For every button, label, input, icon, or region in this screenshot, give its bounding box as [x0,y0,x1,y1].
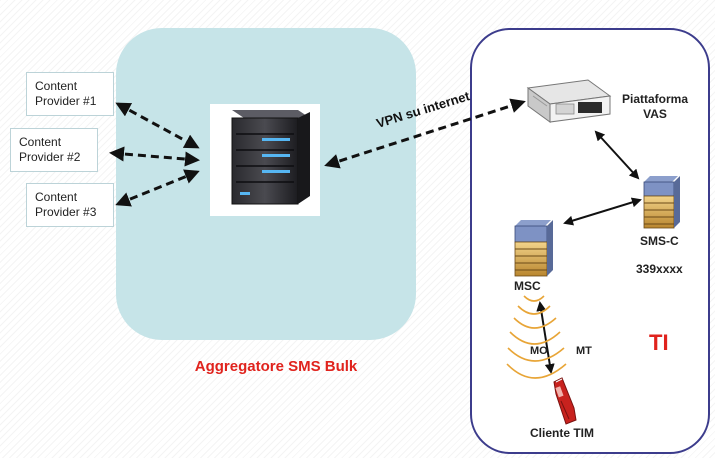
radio-waves-icon [506,295,567,379]
content-provider-1-line2: Provider #1 [35,94,97,108]
content-provider-3-line2: Provider #3 [35,205,97,219]
mo-mt-arrow [536,301,555,374]
content-provider-3: Content Provider #3 [26,183,114,227]
msc-label: MSC [514,279,541,293]
vas-platform-label-line1: Piattaforma [621,92,689,106]
content-provider-2-line2: Provider #2 [19,150,81,164]
content-provider-2-line1: Content [19,135,62,149]
smsc-number: 339xxxx [636,262,683,276]
mo-label: MO [530,345,548,357]
content-provider-1: Content Provider #1 [26,72,114,116]
cp2-link-arrow [109,146,200,167]
server-icon [210,104,320,216]
aggregator-title: Aggregatore SMS Bulk [194,358,358,375]
smsc-server-icon [643,176,680,229]
smsc-label: SMS-C [640,234,679,248]
cp3-link-arrow [115,169,200,207]
content-provider-2: Content Provider #2 [10,128,98,172]
customer-label: Cliente TIM [530,426,595,440]
msc-server-icon [514,220,553,277]
smsc-msc-arrow [563,197,642,226]
mobile-phone-icon [553,377,577,425]
mt-label: MT [576,345,592,357]
vas-platform-label-line2: VAS [643,107,667,121]
vas-platform-icon [526,79,612,123]
operator-logo: TI [649,330,669,355]
vas-platform-label: Piattaforma VAS [620,92,690,122]
content-provider-1-line1: Content [35,79,78,93]
content-provider-3-line1: Content [35,190,78,204]
vas-smsc-arrow [594,130,640,180]
vpn-link-arrow [324,98,526,169]
cp1-link-arrow [115,102,200,149]
